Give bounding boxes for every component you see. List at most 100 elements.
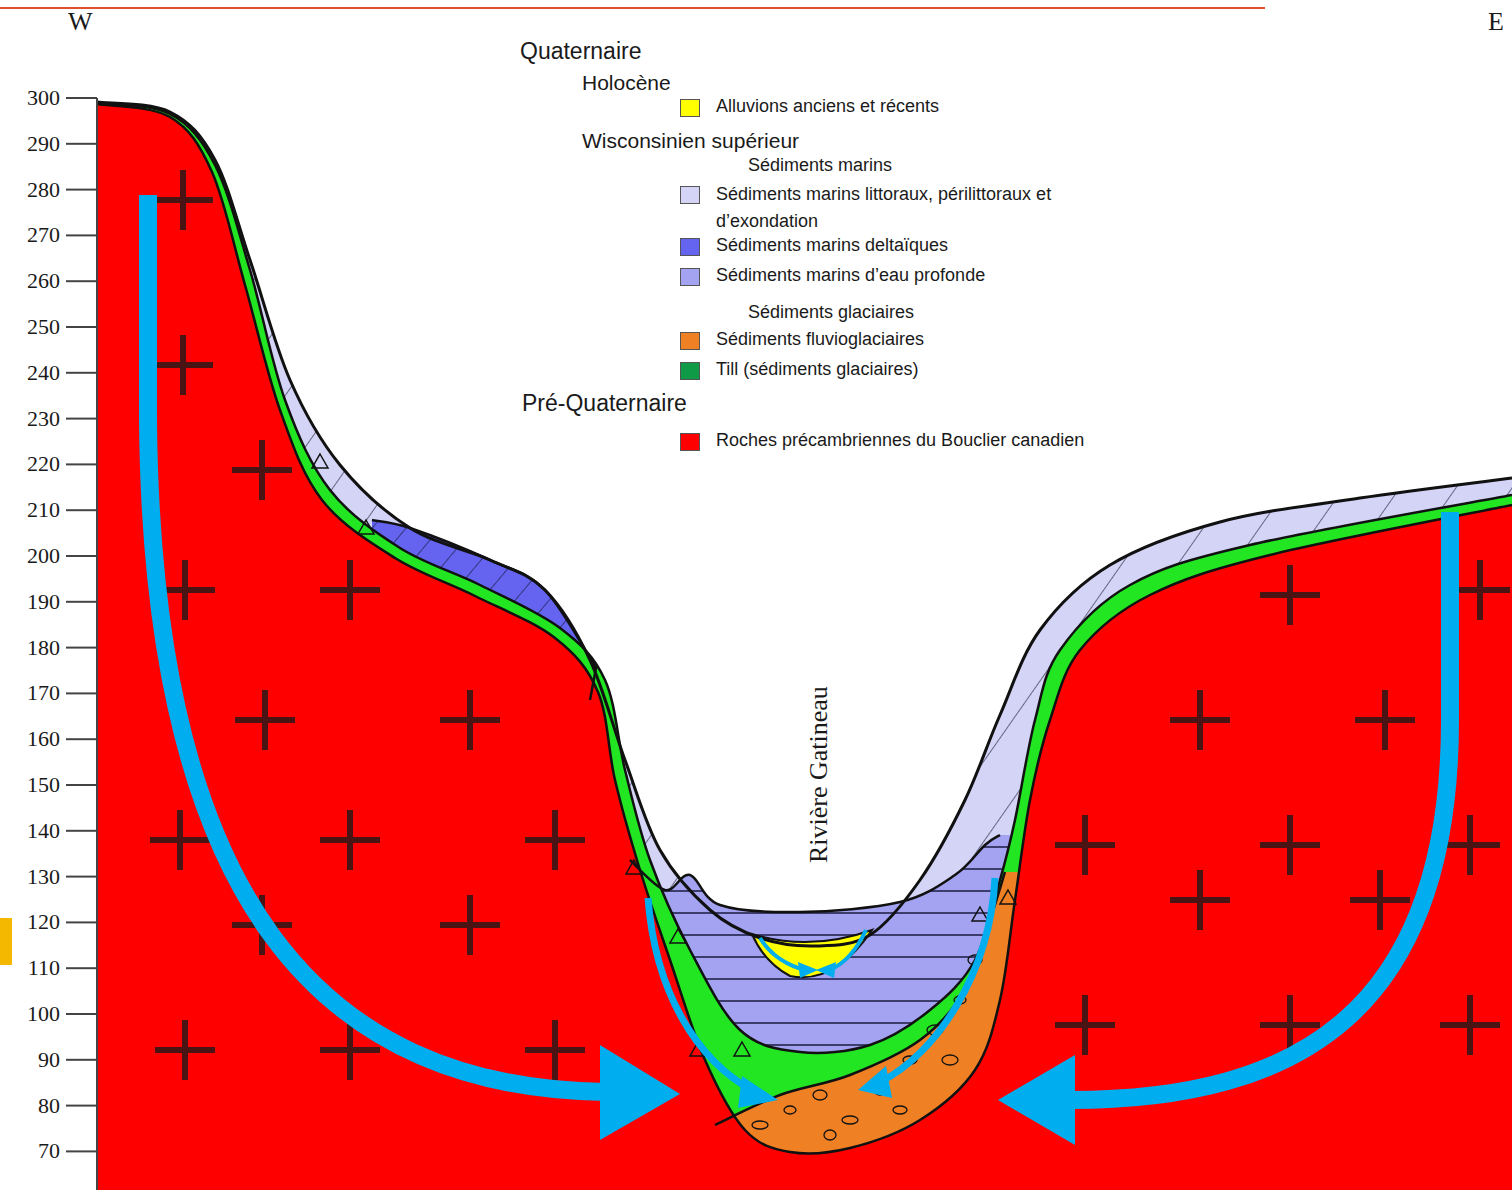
bedrock-cross — [1260, 565, 1320, 625]
bedrock-cross — [440, 895, 500, 955]
axis-tick — [66, 692, 97, 694]
axis-direction: W — [68, 6, 93, 37]
gravel-symbol — [752, 1121, 768, 1129]
gravel-symbol — [813, 1090, 827, 1100]
axis-value: 200 — [27, 543, 60, 569]
arrow-head — [738, 1076, 778, 1108]
legend-heading: Quaternaire — [520, 38, 641, 66]
axis-tick — [66, 647, 97, 649]
legend-heading: Wisconsinien supérieur — [582, 128, 799, 153]
bedrock-cross — [1355, 690, 1415, 750]
legend-text: Till (sédiments glaciaires) — [716, 359, 918, 381]
ground-surface — [97, 102, 1512, 946]
axis-tick — [66, 784, 97, 786]
legend-swatch — [680, 186, 700, 204]
bedrock-cross — [232, 440, 292, 500]
axis-value: 240 — [27, 360, 60, 386]
axis-value: 210 — [27, 497, 60, 523]
legend-heading: Holocène — [582, 70, 671, 95]
bedrock-cross — [525, 810, 585, 870]
bedrock-cross — [235, 690, 295, 750]
axis-tick — [66, 967, 97, 969]
arrow-head — [798, 962, 818, 978]
till-symbol — [734, 1042, 750, 1056]
legend-swatch — [680, 362, 700, 380]
axis-tick — [66, 509, 97, 511]
arrow-head — [858, 1066, 892, 1098]
legend-text: Sédiments marins deltaïques — [716, 235, 948, 257]
axis-tick — [66, 189, 97, 191]
layer-outline — [97, 103, 1512, 1053]
axis-value: 120 — [27, 909, 60, 935]
axis-value: 190 — [27, 589, 60, 615]
bedrock-cross — [153, 335, 213, 395]
legend-subheading: Sédiments glaciaires — [748, 302, 914, 324]
axis-value: 150 — [27, 772, 60, 798]
arrow-head — [600, 1045, 680, 1140]
axis-tick — [66, 601, 97, 603]
bedrock-cross — [320, 810, 380, 870]
axis-tick — [66, 234, 97, 236]
till-symbol — [312, 454, 328, 468]
axis-value: 140 — [27, 818, 60, 844]
legend-text: Roches précambriennes du Bouclier canadi… — [716, 430, 1084, 452]
axis-tick — [66, 1105, 97, 1107]
axis-tick — [66, 280, 97, 282]
till-symbol — [626, 860, 642, 874]
flow-arrow — [148, 195, 605, 1092]
alluvium-lens — [752, 930, 872, 977]
axis-direction: E — [1488, 6, 1504, 37]
arrow-head — [998, 1055, 1075, 1145]
axis-value: 180 — [27, 635, 60, 661]
axis-value: 220 — [27, 451, 60, 477]
axis-tick — [66, 1150, 97, 1152]
axis-tick — [66, 326, 97, 328]
legend-swatch — [680, 238, 700, 256]
axis-value: 130 — [27, 864, 60, 890]
layer-outline — [97, 104, 1512, 1153]
axis-tick — [66, 372, 97, 374]
axis-tick — [66, 1013, 97, 1015]
legend-subheading: Sédiments marins — [748, 155, 892, 177]
axis-value: 270 — [27, 222, 60, 248]
bedrock-cross — [1260, 815, 1320, 875]
bedrock-cross — [1170, 690, 1230, 750]
axis-tick — [66, 876, 97, 878]
till-symbol — [358, 520, 374, 534]
legend-text: Alluvions anciens et récents — [716, 96, 939, 118]
axis-value: 170 — [27, 680, 60, 706]
bedrock-cross — [1055, 815, 1115, 875]
bedrock-cross — [440, 690, 500, 750]
axis-tick — [66, 1059, 97, 1061]
axis-tick — [66, 555, 97, 557]
axis-tick — [66, 418, 97, 420]
legend-heading: Pré-Quaternaire — [522, 390, 687, 418]
flow-arrow — [648, 898, 755, 1092]
bedrock-cross — [320, 560, 380, 620]
legend-text: Sédiments fluvioglaciaires — [716, 329, 924, 351]
axis-value: 280 — [27, 177, 60, 203]
till-layer — [97, 103, 1512, 1190]
gravel-symbol — [824, 1130, 836, 1140]
axis-value: 80 — [38, 1093, 60, 1119]
arrow-head — [816, 962, 836, 978]
till-symbol — [972, 907, 988, 921]
axis-value: 70 — [38, 1138, 60, 1164]
till-symbol — [670, 929, 686, 943]
bedrock-cross — [1055, 995, 1115, 1055]
bedrock-cross — [155, 1020, 215, 1080]
flow-arrow — [760, 938, 805, 970]
axis-value: 110 — [28, 955, 60, 981]
axis-value: 300 — [27, 85, 60, 111]
bedrock-cross — [525, 1020, 585, 1080]
legend-swatch — [680, 268, 700, 286]
legend-swatch — [680, 99, 700, 117]
axis-tick — [66, 97, 97, 99]
axis-tick — [66, 143, 97, 145]
gravel-symbol — [942, 1055, 958, 1065]
gravel-symbol — [784, 1106, 796, 1114]
axis-value: 100 — [27, 1001, 60, 1027]
axis-value: 250 — [27, 314, 60, 340]
axis-value: 90 — [38, 1047, 60, 1073]
